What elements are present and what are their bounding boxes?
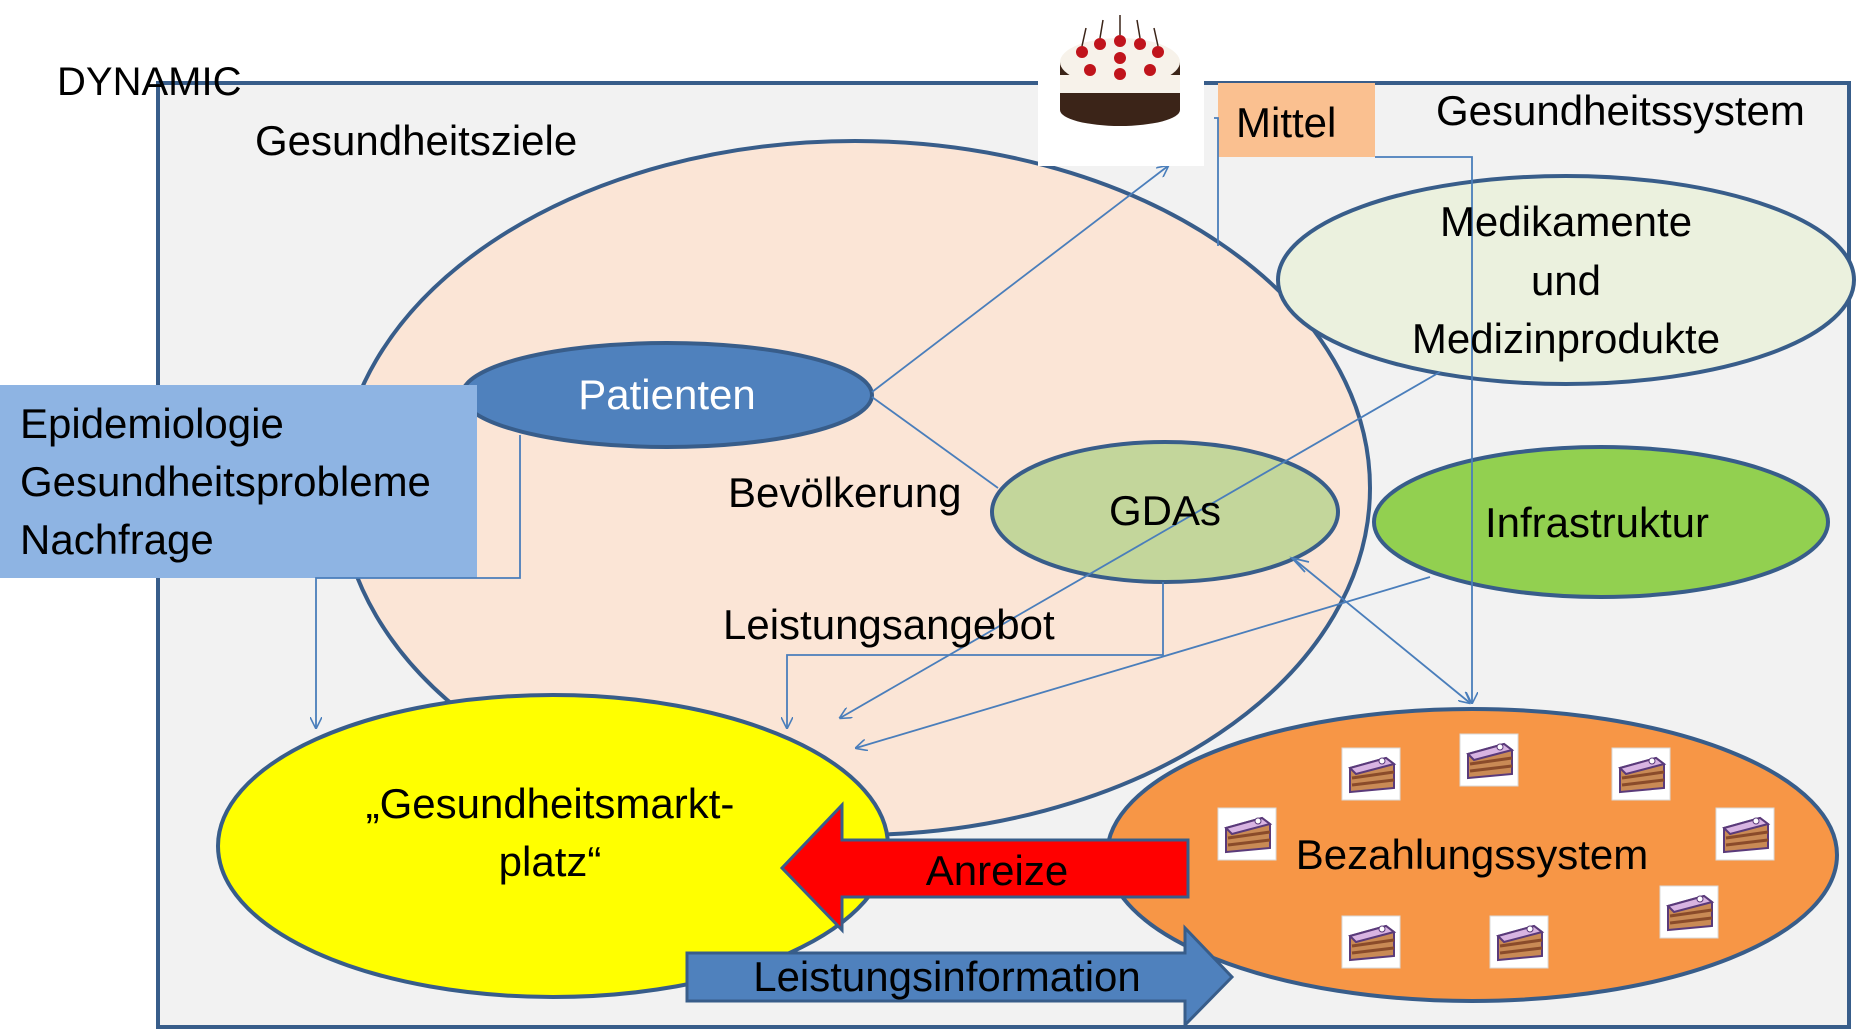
health-system-label: Gesundheitssystem (1436, 87, 1805, 134)
epidemiology-label-line1: Epidemiologie (20, 400, 284, 447)
patients-to-providers-line (871, 396, 999, 489)
infrastructure-to-marketplace-line (856, 576, 1431, 748)
cake-slice-icon (1340, 914, 1402, 970)
medicines-label-line3: Medizinprodukte (1412, 315, 1720, 362)
providers-to-marketplace-line (787, 582, 1164, 728)
incentives-label: Anreize (926, 847, 1068, 894)
epidemiology-box (0, 385, 477, 578)
providers-label: GDAs (1109, 487, 1221, 534)
incentives-arrow (779, 801, 1190, 934)
infrastructure-ellipse (1372, 445, 1830, 599)
cake-slice-icon (1340, 746, 1402, 802)
epidemiology-label-line3: Nachfrage (20, 516, 214, 563)
resources-box (1218, 83, 1375, 157)
providers-ellipse (990, 440, 1340, 584)
service-information-arrow (685, 924, 1235, 1029)
resources-to-payment-line (1375, 156, 1472, 703)
population-to-resources-line (1214, 117, 1219, 246)
payment-system-label: Bezahlungssystem (1296, 831, 1649, 878)
dynamic-label: DYNAMIC (57, 60, 241, 104)
infrastructure-label: Infrastruktur (1485, 499, 1709, 546)
epidemiology-to-marketplace-line (316, 435, 521, 728)
service-information-label: Leistungsinformation (753, 953, 1141, 1000)
marketplace-label-line2: platz“ (499, 838, 602, 885)
cake-slice-icon (1610, 746, 1672, 802)
connectors (316, 117, 1472, 748)
service-supply-label: Leistungsangebot (723, 601, 1055, 648)
medicines-ellipse (1276, 174, 1856, 386)
medicines-label-line2: und (1531, 257, 1601, 304)
cake-slice-icon (1658, 884, 1720, 940)
cake-slice-icon (1488, 914, 1550, 970)
resources-label: Mittel (1236, 99, 1336, 146)
providers-payment-double-line (1294, 559, 1470, 703)
patients-to-resources-line (871, 166, 1168, 393)
epidemiology-label-line2: Gesundheitsprobleme (20, 458, 431, 505)
cake-slice-icon (1458, 732, 1520, 788)
patients-label: Patienten (578, 371, 755, 418)
medicines-label-line1: Medikamente (1440, 198, 1692, 245)
population-label: Bevölkerung (728, 469, 961, 516)
cake-icon (1038, 0, 1204, 166)
marketplace-label-line1: „Gesundheitsmarkt- (366, 780, 735, 827)
medicines-to-marketplace-line (840, 371, 1441, 718)
cake-slice-icon (1714, 806, 1776, 862)
health-goals-label: Gesundheitsziele (255, 117, 577, 164)
cake-slice-icon (1216, 806, 1278, 862)
